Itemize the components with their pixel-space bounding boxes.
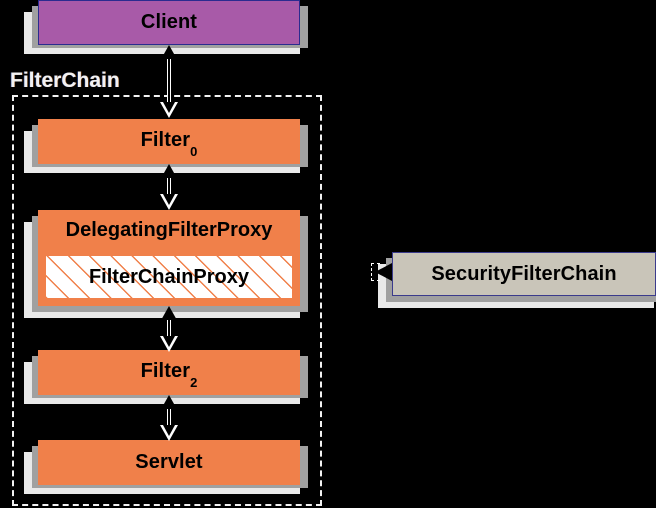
connector-line — [167, 59, 171, 104]
arrowhead-up-solid-icon — [160, 306, 178, 322]
arrowhead-up-solid-icon — [160, 395, 178, 411]
arrowhead-down-hollow-icon — [160, 102, 178, 118]
node-servlet-label: Servlet — [135, 451, 203, 473]
node-delegating-filter-proxy-label: DelegatingFilterProxy — [65, 218, 273, 241]
connector-line — [167, 178, 171, 196]
arrowhead-up-solid-icon — [160, 164, 178, 180]
filterchain-label: FilterChain — [10, 69, 120, 92]
connector-filter0-dfp — [156, 164, 182, 210]
connector-client-filter0 — [156, 45, 182, 118]
node-filter2-subscript: 2 — [190, 375, 198, 390]
node-security-filter-chain[interactable]: SecurityFilterChain — [392, 252, 656, 296]
node-servlet[interactable]: Servlet — [38, 440, 300, 485]
connector-line — [167, 409, 171, 427]
node-filter2[interactable]: Filter2 — [38, 350, 300, 395]
arrowhead-up-solid-icon — [160, 45, 178, 61]
node-delegating-filter-proxy[interactable]: DelegatingFilterProxy FilterChainProxy — [38, 210, 300, 306]
node-filter-chain-proxy-label: FilterChainProxy — [88, 265, 250, 288]
node-filter0-label: Filter0 — [140, 129, 198, 159]
node-client[interactable]: Client — [38, 0, 300, 45]
connector-dfp-filter2 — [156, 306, 182, 352]
node-filter0[interactable]: Filter0 — [38, 119, 300, 164]
node-filter-chain-proxy[interactable]: FilterChainProxy — [45, 255, 293, 299]
node-filter2-label: Filter2 — [140, 360, 198, 390]
arrowhead-down-hollow-icon — [160, 336, 178, 352]
node-filter0-subscript: 0 — [190, 144, 198, 159]
connector-filter2-servlet — [156, 395, 182, 441]
connector-line — [167, 320, 171, 338]
arrowhead-left-solid-icon — [375, 263, 392, 281]
node-client-label: Client — [140, 11, 198, 33]
arrowhead-down-hollow-icon — [160, 425, 178, 441]
arrowhead-down-hollow-icon — [160, 194, 178, 210]
node-security-filter-chain-label: SecurityFilterChain — [431, 262, 617, 285]
